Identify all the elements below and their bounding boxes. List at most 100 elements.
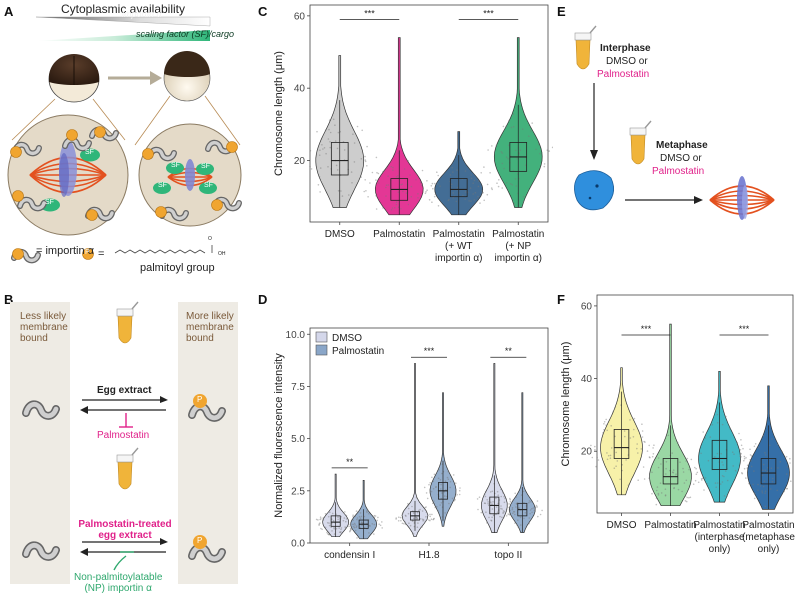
data-point <box>671 452 673 454</box>
data-point <box>500 507 502 510</box>
data-point <box>657 494 660 496</box>
data-point <box>686 496 688 499</box>
data-point <box>632 436 635 438</box>
data-point <box>376 171 378 174</box>
data-point <box>740 452 742 455</box>
data-point <box>373 514 376 517</box>
data-point <box>603 423 605 425</box>
availability-title: Cytoplasmic availability <box>60 2 186 16</box>
data-point <box>679 461 681 463</box>
data-point <box>430 518 433 520</box>
data-point <box>743 457 746 460</box>
data-point <box>449 486 451 489</box>
data-point <box>512 510 515 513</box>
panel-label-c: C <box>258 4 268 19</box>
data-point <box>348 194 350 196</box>
data-point <box>734 469 737 472</box>
data-point <box>415 496 418 499</box>
data-point <box>686 457 689 460</box>
data-point <box>508 513 511 516</box>
data-point <box>322 516 325 519</box>
data-point <box>411 520 414 522</box>
data-point <box>511 516 514 519</box>
data-point <box>637 479 639 481</box>
data-point <box>321 144 323 146</box>
data-point <box>716 422 719 424</box>
data-point <box>468 200 470 202</box>
y-axis-label: Chromosome length (μm) <box>273 51 285 176</box>
data-point <box>624 435 626 438</box>
data-point <box>703 489 705 491</box>
data-point <box>474 191 477 194</box>
data-point <box>516 158 518 160</box>
panel-e-illustration <box>574 25 775 220</box>
data-point <box>407 512 410 515</box>
data-point <box>507 157 509 160</box>
data-point <box>352 523 354 526</box>
data-point <box>500 495 502 498</box>
data-point <box>464 198 466 200</box>
panel-b-illustration <box>10 301 238 584</box>
data-point <box>375 194 377 197</box>
data-point <box>777 467 779 469</box>
data-point <box>424 506 426 509</box>
data-point <box>619 478 621 481</box>
data-point <box>723 475 725 478</box>
data-point <box>484 490 487 493</box>
data-point <box>378 523 380 525</box>
data-point <box>472 182 474 184</box>
data-point <box>397 175 399 177</box>
data-point <box>352 525 355 528</box>
data-point <box>602 432 604 434</box>
data-point <box>528 501 530 504</box>
data-point <box>400 519 402 522</box>
data-point <box>476 498 479 500</box>
data-point <box>337 518 339 521</box>
data-point <box>454 495 457 497</box>
x-tick-label: (metaphase <box>742 532 795 543</box>
data-point <box>523 517 525 520</box>
data-point <box>738 432 740 435</box>
data-point <box>436 171 438 173</box>
data-point <box>373 516 376 519</box>
data-point <box>720 452 722 455</box>
y-tick-label: 2.5 <box>291 486 305 497</box>
data-point <box>781 450 783 453</box>
data-point <box>764 451 766 454</box>
data-point <box>511 508 514 511</box>
x-tick-label: topo II <box>494 550 522 561</box>
data-point <box>528 135 530 137</box>
data-point <box>682 467 684 470</box>
data-point <box>762 434 764 437</box>
data-point <box>340 527 343 529</box>
data-point <box>456 186 459 189</box>
data-point <box>516 524 518 526</box>
data-point <box>477 180 480 182</box>
data-point <box>321 528 323 531</box>
data-point <box>790 480 792 482</box>
data-point <box>512 512 514 515</box>
data-point <box>531 508 533 510</box>
data-point <box>665 473 667 475</box>
data-point <box>421 526 423 528</box>
legend-o-text: O <box>208 236 212 242</box>
data-point <box>444 512 446 514</box>
data-point <box>425 511 428 513</box>
data-point <box>416 512 419 514</box>
data-point <box>428 483 430 486</box>
data-point <box>331 530 333 532</box>
data-point <box>521 128 524 130</box>
data-point <box>660 463 662 465</box>
data-point <box>433 195 436 198</box>
data-point <box>512 499 514 502</box>
data-point <box>648 444 650 447</box>
data-point <box>373 523 376 526</box>
data-point <box>397 152 399 155</box>
x-tick-label: Palmostatin <box>433 229 485 240</box>
data-point <box>368 512 370 515</box>
data-point <box>417 193 419 195</box>
data-point <box>417 522 419 524</box>
data-point <box>517 519 519 521</box>
data-point <box>752 483 754 486</box>
